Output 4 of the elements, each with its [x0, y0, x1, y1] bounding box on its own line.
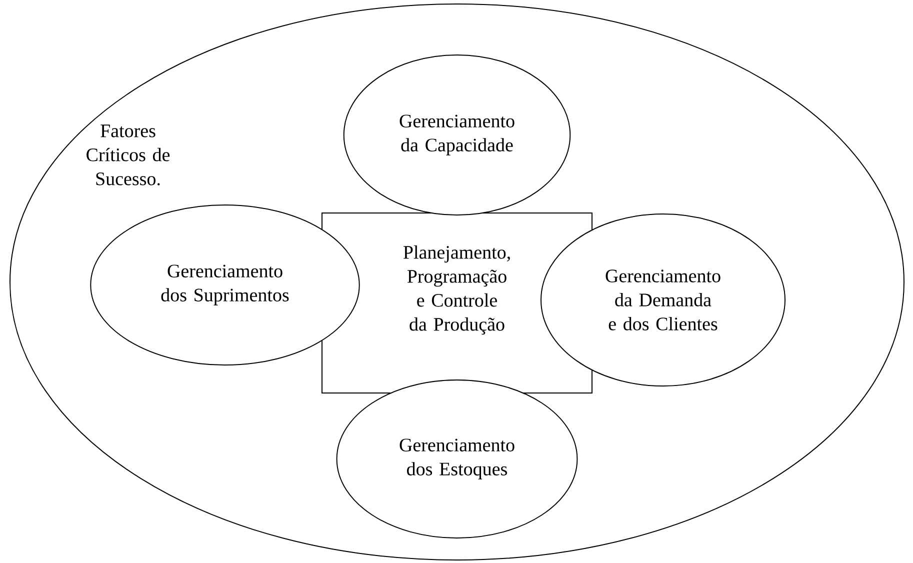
ellipse-bubble: Gerenciamento da Demanda e dos Clientes	[540, 214, 786, 386]
ellipse-bubble: Gerenciamento da Capacidade	[343, 54, 571, 216]
ellipse-bubble: Gerenciamento dos Estoques	[336, 380, 578, 538]
ellipse-bubble: Gerenciamento dos Suprimentos	[90, 204, 360, 366]
